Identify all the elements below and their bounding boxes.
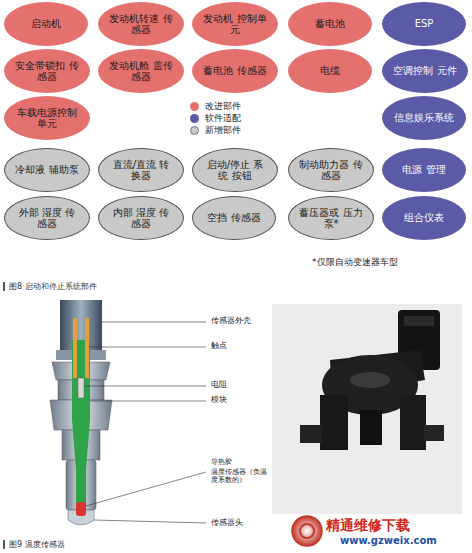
legend-item: 软件适配 [190, 112, 241, 125]
component-name: 车载电源控制 单元 [15, 107, 79, 130]
component-name: 电缆 [320, 65, 340, 77]
component-oval: 安全带锁扣 传感器 [4, 49, 90, 93]
legend-item: 新增部件 [190, 124, 241, 137]
component-oval: 内部 湿度 传感器 [98, 196, 184, 240]
component-oval: 直流/直流 转换器 [98, 148, 184, 192]
footnote: *仅限自动变速器车型 [312, 257, 398, 267]
part-label: 电阻 [210, 380, 228, 389]
component-oval: 冷却液 辅助泵 [4, 148, 90, 192]
component-name: 空挡 传感器 [207, 212, 260, 224]
leader-line [84, 322, 206, 523]
component-name: 蓄电池 传感器 [203, 65, 266, 77]
component-oval: 制动助力器 传感器 [288, 148, 374, 192]
legend-swatch [190, 114, 199, 123]
sensor-cutaway [50, 300, 112, 525]
component-oval: 空调控制 元件 [382, 49, 468, 93]
component-oval: 发动机舱 盖传感器 [98, 49, 184, 93]
component-name: 直流/直流 转换器 [109, 159, 173, 182]
figure-caption: 图8 启动和停止系统部件 [9, 282, 97, 291]
watermark: 精通维修下载 [326, 517, 410, 533]
legend-swatch [190, 126, 199, 135]
component-name: 内部 湿度 传感器 [109, 207, 173, 230]
component-name: 启动/停止 系统 按钮 [203, 159, 267, 182]
caption-bar [3, 282, 5, 291]
component-oval: 电缆 [288, 49, 372, 93]
component-name: 组合仪表 [404, 212, 444, 224]
part-label: 温度传感器（负温度系数的） [210, 468, 270, 484]
component-oval: 启动/停止 系统 按钮 [192, 148, 278, 192]
legend-swatch [190, 102, 199, 111]
component-name: 启动机 [31, 18, 61, 30]
legend-text: 改进部件 [205, 100, 241, 113]
watermark-logo [292, 516, 322, 546]
legend-text: 新增部件 [205, 124, 241, 137]
part-label: 触点 [210, 341, 228, 350]
component-name: 发动机舱 盖传感器 [109, 60, 173, 83]
figure-caption: 图9 温度传感器 [9, 540, 65, 549]
component-oval: 发动机转速 传感器 [98, 2, 184, 46]
component-oval: 电源 管理 [382, 148, 466, 192]
part-label: 模块 [210, 395, 228, 404]
sensor-photo [272, 304, 462, 514]
component-name: 外部 湿度 传感器 [15, 207, 79, 230]
component-oval: 蓄电池 传感器 [192, 49, 278, 93]
component-name: 制动助力器 传感器 [299, 159, 363, 182]
component-oval: 外部 湿度 传感器 [4, 196, 90, 240]
component-oval: 车载电源控制 单元 [4, 96, 90, 140]
component-oval: 蓄电池 [288, 2, 372, 46]
component-name: 冷却液 辅助泵 [15, 164, 78, 176]
component-name: 空调控制 元件 [393, 65, 456, 77]
component-oval: 信息娱乐系统 [382, 96, 466, 140]
component-oval: 启动机 [4, 2, 88, 46]
component-oval: 发动机 控制单元 [192, 2, 278, 46]
component-oval: 空挡 传感器 [192, 196, 276, 240]
watermark: www.gzweix.com [340, 535, 437, 547]
component-name: 蓄电池 [315, 18, 345, 30]
component-name: 发动机转速 传感器 [109, 13, 173, 36]
caption-bar [3, 540, 5, 549]
part-label: 传感器头 [210, 518, 244, 527]
component-oval: 组合仪表 [382, 196, 466, 240]
component-name: 发动机 控制单元 [203, 13, 267, 36]
component-name: ESP [415, 18, 434, 30]
legend-text: 软件适配 [205, 112, 241, 125]
component-name: 安全带锁扣 传感器 [15, 60, 79, 83]
part-label: 导热胶 [210, 458, 233, 466]
component-oval: 蓄压器或 压力泵* [288, 196, 374, 240]
legend-item: 改进部件 [190, 100, 241, 113]
component-oval: ESP [382, 2, 466, 46]
component-name: 信息娱乐系统 [394, 112, 454, 124]
component-name: 蓄压器或 压力泵* [299, 207, 363, 230]
component-name: 电源 管理 [402, 164, 445, 176]
part-label: 传感器外壳 [210, 316, 252, 325]
